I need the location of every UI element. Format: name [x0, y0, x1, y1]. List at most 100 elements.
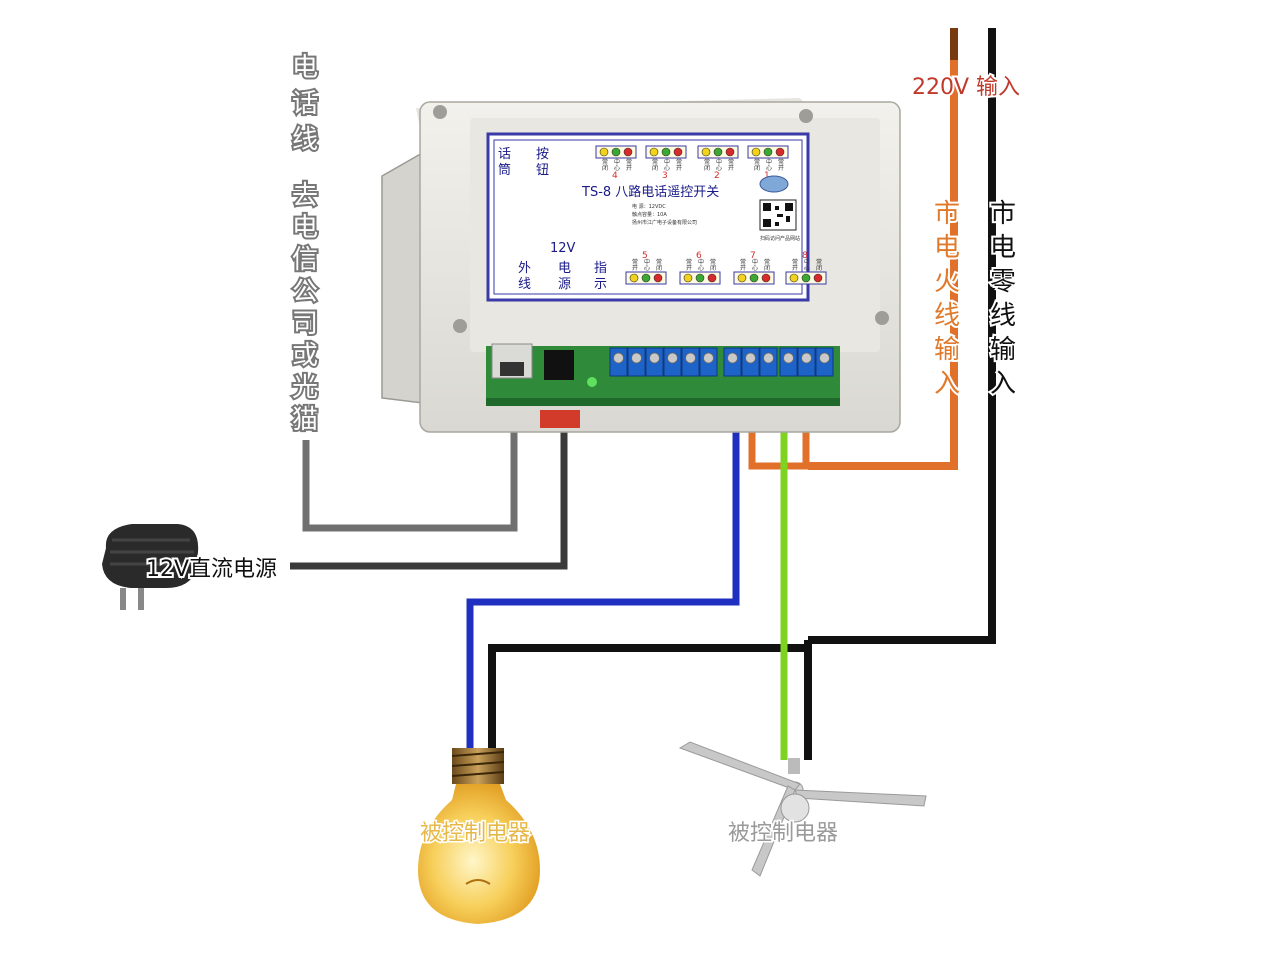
relay-label: 闭 [602, 164, 608, 172]
indicator-led [695, 273, 705, 283]
to-telecom-char: 去 [292, 181, 318, 211]
spec-current: 触点容量：10A [632, 211, 667, 218]
neutral-input-char: 电 [990, 233, 1016, 263]
channel-number: 2 [714, 171, 720, 181]
relay-label: 开 [728, 165, 734, 172]
channel-number: 6 [696, 251, 702, 261]
indicator-led [623, 147, 633, 157]
relay-label: 常 [632, 258, 638, 266]
terminal-screw [667, 352, 678, 364]
indicator-led [653, 273, 663, 283]
indicator-led [737, 273, 747, 283]
channel-number: 3 [662, 171, 668, 181]
neutral-input-char: 市 [990, 199, 1016, 229]
ceiling-fan [678, 741, 927, 877]
live-input-char: 市 [934, 199, 960, 229]
relay-label: 中 [804, 258, 810, 266]
relay-label: 常 [686, 258, 692, 266]
qr-code [759, 199, 797, 231]
relay-label: 常 [778, 158, 784, 166]
to-telecom-char: 光 [292, 373, 318, 403]
power-led [587, 377, 597, 387]
indicator-led [789, 273, 799, 283]
blue-wire [466, 392, 740, 748]
indicator-led [701, 147, 711, 157]
relay-label: 心 [766, 165, 772, 172]
indicator-led [683, 273, 693, 283]
live-input-char: 线 [934, 301, 960, 331]
to-telecom-char: 电 [292, 213, 318, 243]
live-input-char: 入 [934, 369, 960, 399]
live-input-char: 输 [934, 335, 960, 365]
relay-label: 开 [632, 265, 638, 272]
indicator-led [763, 147, 773, 157]
terminal-screw [745, 352, 756, 364]
terminal-screw [819, 352, 830, 364]
relay-label: 心 [644, 265, 650, 272]
terminal-screw [685, 352, 696, 364]
label-power-2: 源 [558, 277, 571, 292]
relay-label: 闭 [710, 264, 716, 272]
terminal-screw [631, 352, 642, 364]
phone-line-char: 话 [292, 89, 318, 119]
relay-label: 开 [626, 165, 632, 172]
relay-label: 中 [698, 258, 704, 266]
relay-label: 心 [804, 265, 810, 272]
neutral-input-char: 输 [990, 335, 1016, 365]
to-telecom-char: 猫 [292, 405, 318, 435]
indicator-led [751, 147, 761, 157]
label-12v: 12V [550, 241, 576, 256]
label-phone-line: 电话线 [290, 51, 320, 157]
live-input-char: 电 [934, 233, 960, 263]
relay-label: 心 [664, 165, 670, 172]
to-telecom-char: 或 [292, 341, 318, 371]
relay-label: 闭 [652, 164, 658, 172]
relay-label: 心 [614, 165, 620, 172]
relay-label: 开 [792, 265, 798, 272]
indicator-led [749, 273, 759, 283]
label-appliance-fan: 被控制电器 [728, 821, 838, 846]
label-indicator: 指 [594, 261, 607, 276]
phone-wire [302, 380, 518, 532]
indicator-led [713, 147, 723, 157]
terminal-screw [613, 352, 624, 364]
phone-jack [491, 343, 533, 379]
indicator-led [661, 147, 671, 157]
indicator-led [775, 147, 785, 157]
relay-label: 开 [778, 165, 784, 172]
relay-label: 常 [710, 258, 716, 266]
relay-label: 中 [664, 158, 670, 166]
terminal-screw [727, 352, 738, 364]
to-telecom-char: 公 [292, 277, 318, 307]
phone-line-char: 电 [292, 53, 318, 83]
neutral-input-char: 零 [990, 267, 1016, 297]
power-adapter [102, 524, 199, 610]
relay-label: 闭 [704, 164, 710, 172]
label-appliance-bulb: 被控制电器 [420, 821, 530, 846]
label-12v-dc-power: 12V直流电源 [146, 557, 277, 582]
indicator-led [813, 273, 823, 283]
indicator-led [707, 273, 717, 283]
relay-label: 常 [626, 158, 632, 166]
label-220v-input: 220V 输入 [912, 75, 1020, 100]
relay-label: 常 [764, 258, 770, 266]
label-button-2: 钮 [536, 163, 549, 178]
relay-label: 常 [602, 158, 608, 166]
relay-label: 常 [704, 158, 710, 166]
live-wire [808, 28, 958, 470]
terminal-screw [783, 352, 794, 364]
terminal-screw [763, 352, 774, 364]
dc-jack [544, 350, 574, 380]
relay-label: 常 [792, 258, 798, 266]
relay-label: 常 [816, 258, 822, 266]
relay-label: 闭 [816, 264, 822, 272]
channel-number: 8 [802, 251, 808, 261]
to-telecom-char: 信 [292, 245, 318, 275]
relay-label: 心 [698, 265, 704, 272]
indicator-led [641, 273, 651, 283]
label-indicator-2: 示 [594, 277, 607, 292]
